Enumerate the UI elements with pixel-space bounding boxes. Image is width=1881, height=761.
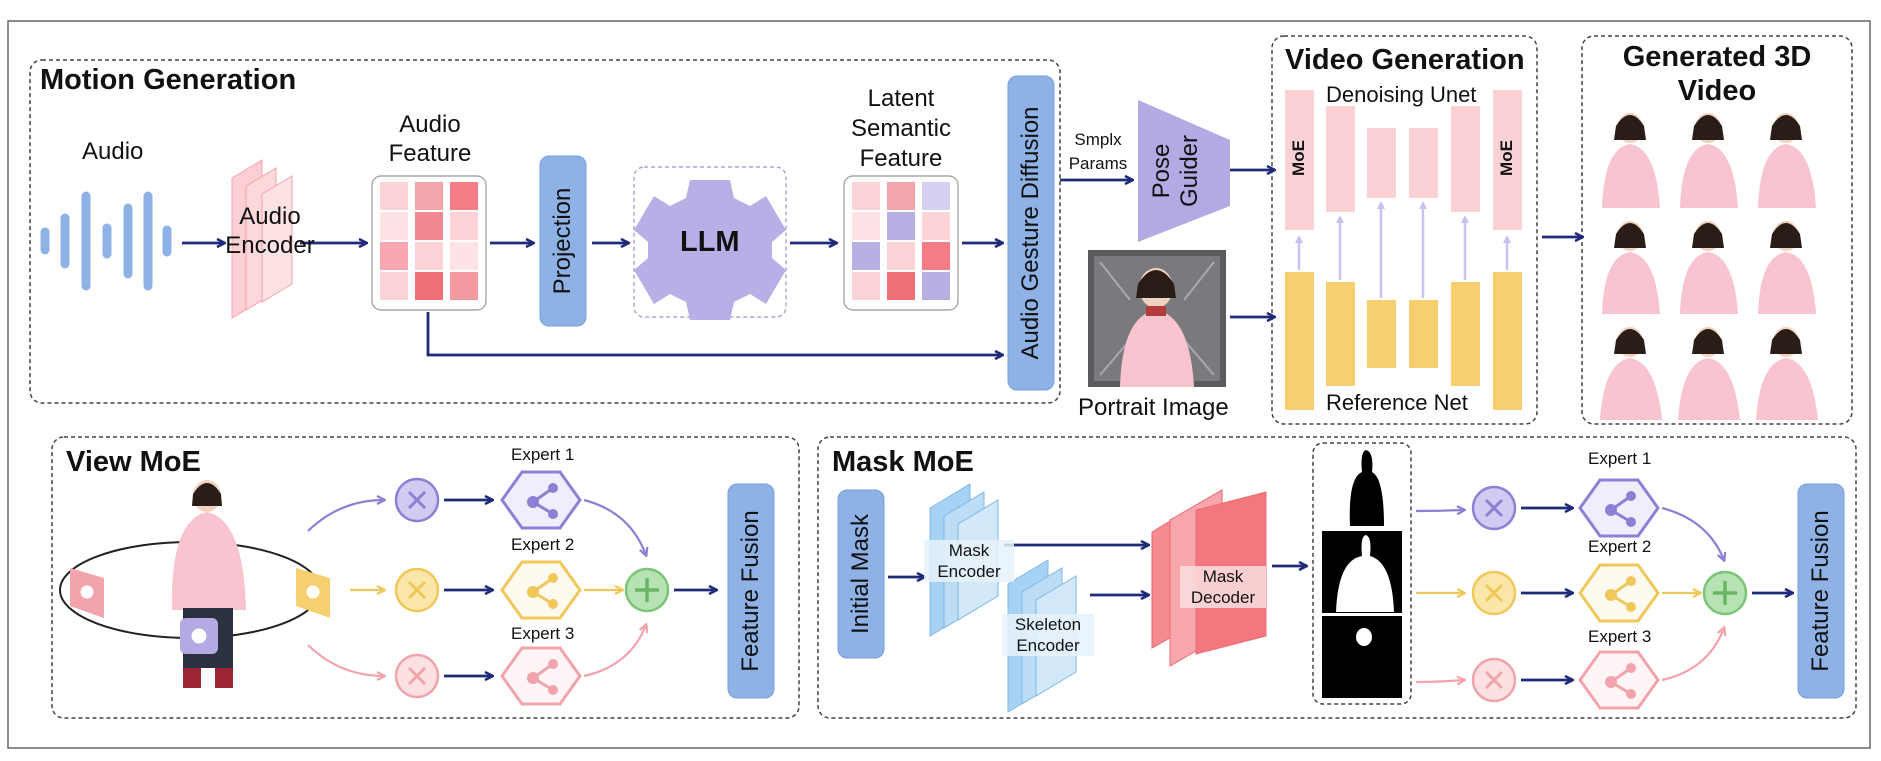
unet-moe-label-right: MoE: [1497, 140, 1516, 176]
audio-encoder-label: Audio Encoder: [225, 203, 315, 259]
view-gate-3-icon: [394, 653, 440, 699]
mask-expert-3-out: [1661, 628, 1724, 682]
mask-expert-1-out: [1661, 506, 1724, 560]
camera-front-icon: [180, 618, 218, 654]
view-route-1: [307, 500, 384, 532]
view-expert-1-label: Expert 1: [511, 445, 575, 464]
pose-guider-label: Pose Guider: [1148, 134, 1203, 208]
mask-expert-2-icon: [1578, 563, 1660, 623]
mask-route-1: [1415, 510, 1464, 511]
view-moe-box: [51, 436, 800, 719]
view-gate-2-icon: [394, 567, 440, 613]
audio-feature-matrix: [371, 175, 487, 311]
mask-gate-2-icon: [1471, 570, 1517, 616]
view-sum-icon: [624, 567, 670, 613]
view-expert-1-out: [583, 498, 646, 555]
reference-to-unet-arrows: [1295, 201, 1511, 298]
audio-waveform-icon: [40, 191, 172, 291]
video-generation-title: Video Generation: [1285, 44, 1525, 76]
mask-expert-3-label: Expert 3: [1588, 627, 1652, 646]
mask-images: [1322, 449, 1402, 698]
mask-stack-box: [1312, 442, 1412, 705]
mask-expert-3-icon: [1578, 650, 1660, 710]
projection-block: [539, 155, 587, 327]
skeleton-encoder-label: Skeleton Encoder: [1002, 614, 1094, 656]
mask-gate-arrows: [1521, 508, 1572, 680]
video-generation-box: [1271, 35, 1538, 425]
view-expert-2-icon: [500, 560, 582, 620]
reference-net: [1285, 272, 1522, 410]
denoising-unet-label: Denoising Unet: [1326, 82, 1477, 107]
view-gate-1-icon: [394, 477, 440, 523]
motion-generation-box: [29, 59, 1061, 404]
view-gate-arrows: [444, 500, 492, 676]
portrait-image-label: Portrait Image: [1078, 394, 1229, 421]
view-expert-3-icon: [500, 646, 582, 706]
mask-expert-2-label: Expert 2: [1588, 537, 1652, 556]
audio-gesture-diffusion-label: Audio Gesture Diffusion: [1017, 106, 1044, 360]
portrait-image: [1088, 250, 1226, 387]
audio-label: Audio: [82, 138, 144, 165]
denoising-unet: [1285, 90, 1522, 230]
view-route-3: [307, 644, 384, 676]
audio-gesture-diffusion-block: [1007, 75, 1055, 391]
mask-expert-1-icon: [1578, 478, 1660, 538]
projection-label: Projection: [549, 187, 576, 295]
mask-moe-title: Mask MoE: [832, 446, 974, 478]
outer-frame: [7, 20, 1871, 749]
llm-label: LLM: [680, 226, 740, 258]
mask-feature-fusion-block: [1797, 483, 1845, 699]
generated-video-box: [1581, 35, 1853, 425]
mask-route-3: [1415, 680, 1464, 682]
mask-moe-box: [817, 436, 1857, 719]
unet-moe-label-left: MoE: [1289, 140, 1308, 176]
initial-mask-label: Initial Mask: [847, 513, 874, 635]
motion-arrows: [182, 170, 1582, 355]
mask-expert-1-label: Expert 1: [1588, 449, 1652, 468]
motion-generation-title: Motion Generation: [40, 64, 297, 96]
mask-decoder-label: Mask Decoder: [1180, 566, 1266, 608]
generated-video-frames: [1600, 113, 1818, 420]
latent-semantic-feature-label: Latent Semantic Feature: [850, 85, 952, 172]
view-expert-3-label: Expert 3: [511, 624, 575, 643]
reference-net-label: Reference Net: [1326, 390, 1468, 415]
mask-gate-1-icon: [1471, 485, 1517, 531]
view-feature-fusion-label: Feature Fusion: [737, 510, 764, 672]
smplx-params-label: Smplx Params: [1068, 130, 1128, 173]
mask-encoder-label: Mask Encoder: [924, 540, 1014, 582]
audio-feature-label: Audio Feature: [388, 111, 472, 167]
audio-encoder-block: [231, 159, 293, 319]
pose-guider-block: [1138, 100, 1230, 242]
generated-3d-video-title: Generated 3D Video: [1622, 41, 1812, 107]
view-expert-3-out: [583, 625, 646, 678]
view-expert-2-label: Expert 2: [511, 535, 575, 554]
latent-feature-matrix: [843, 175, 959, 311]
initial-mask-block: [837, 489, 885, 659]
mask-feature-fusion-label: Feature Fusion: [1807, 510, 1834, 672]
camera-left-icon: [70, 568, 104, 618]
mask-gate-3-icon: [1471, 657, 1517, 703]
llm-gear-icon: [634, 180, 786, 320]
view-moe-title: View MoE: [66, 446, 201, 478]
mask-sum-icon: [1702, 570, 1748, 616]
camera-right-icon: [296, 568, 330, 618]
view-expert-1-icon: [500, 470, 582, 530]
encoder-arrows: [1004, 545, 1148, 595]
view-feature-fusion-block: [727, 483, 775, 699]
